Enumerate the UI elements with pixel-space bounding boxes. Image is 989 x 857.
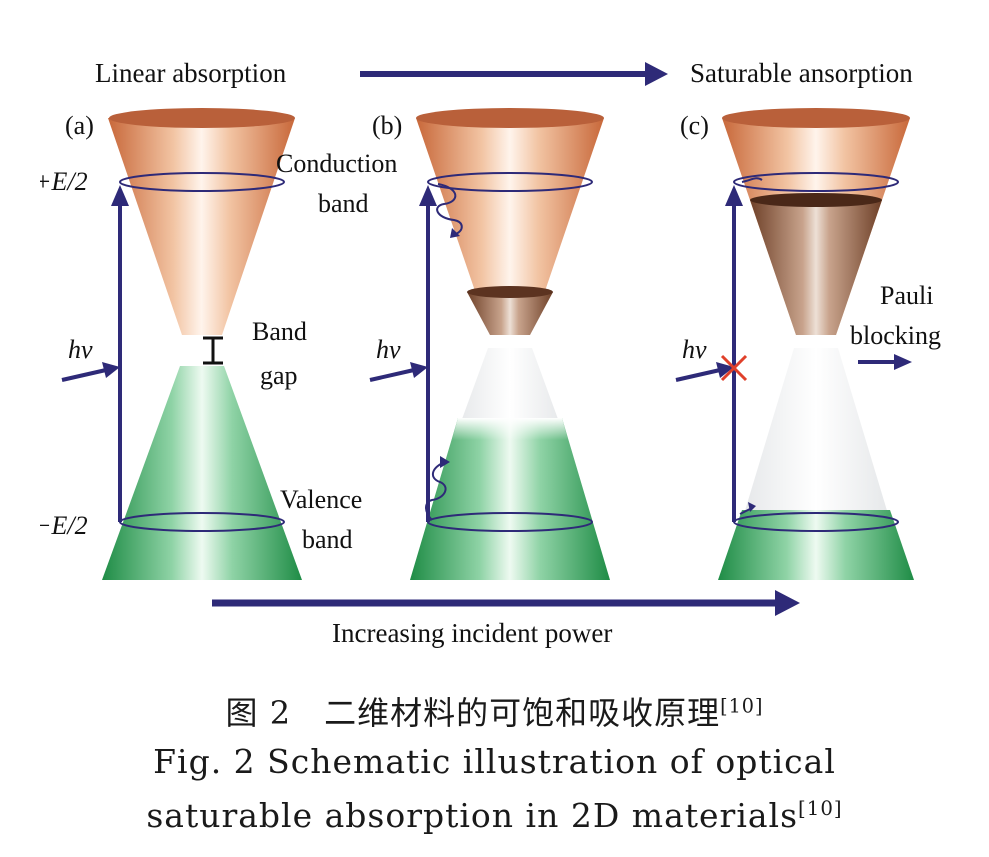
excited-electrons (467, 292, 553, 335)
panel-b-id: (b) (372, 111, 402, 140)
blocked-cross-icon-stroke (720, 354, 748, 382)
caption-english-ref: [10] (798, 797, 843, 820)
filled-conduction-states (750, 200, 882, 335)
transition-arrow-head (725, 185, 743, 206)
panel-b: (b) hv Conduction band (276, 108, 610, 580)
panel-a: (a) hv +E/2 −E/2 Band gap Valence band (40, 108, 362, 580)
photon-arrow-head (410, 362, 428, 378)
energy-ring-top (733, 172, 899, 192)
conduction-cone-top (722, 108, 910, 128)
figure-caption-chinese: 图 2 二维材料的可饱和吸收原理[10] (0, 688, 989, 734)
photon-arrow (61, 368, 107, 382)
valence-label-line1: Valence (280, 485, 362, 514)
valence-fade (452, 418, 568, 440)
relaxation-curl-lower (425, 461, 447, 521)
top-arrow-head (645, 62, 668, 86)
photon-arrow (369, 368, 415, 382)
energy-bottom-label: −E/2 (40, 511, 88, 540)
saturable-absorption-label: Saturable ansorption (690, 58, 913, 88)
valence-cone-depleted (458, 348, 562, 430)
conduction-cone-top (109, 108, 295, 128)
energy-ring-top (119, 172, 285, 192)
pauli-label-line2: blocking (850, 321, 941, 350)
photon-arrow (675, 368, 721, 382)
valence-cone (718, 510, 914, 580)
valence-cone (102, 366, 302, 580)
increasing-power-label: Increasing incident power (332, 618, 612, 648)
valence-cone (410, 418, 610, 580)
relaxation-curl-upper-head (450, 228, 460, 238)
energy-ring-top (427, 172, 593, 192)
panel-c: (c) hv Pauli blocking (675, 108, 941, 580)
conduction-cone-top (416, 108, 604, 128)
conduction-cone (416, 118, 604, 335)
transition-arrow-head (419, 185, 437, 206)
band-gap-label-line1: Band (252, 317, 307, 346)
photon-label: hv (682, 335, 707, 364)
panel-a-id: (a) (65, 111, 94, 140)
photon-arrow-head (716, 362, 734, 378)
filled-conduction-top (750, 193, 882, 207)
relaxation-curl-lower-head (440, 456, 450, 468)
valence-label-line2: band (302, 525, 353, 554)
conduction-label-line1: Conduction (276, 149, 397, 178)
panel-c-id: (c) (680, 111, 709, 140)
pauli-arrow-head (894, 354, 912, 370)
photon-arrow-head (102, 362, 120, 378)
relaxation-curl-upper (436, 183, 463, 235)
bottom-arrow-head (775, 590, 800, 616)
caption-chinese-text: 图 2 二维材料的可饱和吸收原理 (225, 694, 721, 732)
relaxation-tick-upper (741, 177, 763, 183)
relaxation-tick-lower-head (748, 502, 756, 512)
valence-cone-depleted (744, 348, 888, 514)
saturable-absorption-diagram: Linear absorption Saturable ansorption (… (40, 58, 941, 648)
pauli-label-line1: Pauli (880, 281, 933, 310)
energy-top-label: +E/2 (40, 167, 88, 196)
transition-arrow-head (111, 185, 129, 206)
band-gap-label-line2: gap (260, 361, 298, 390)
conduction-label-line2: band (318, 189, 369, 218)
figure-caption-english-line2: saturable absorption in 2D materials[10] (0, 796, 989, 835)
caption-english-text: saturable absorption in 2D materials (146, 796, 799, 835)
caption-chinese-ref: [10] (720, 694, 764, 718)
linear-absorption-label: Linear absorption (95, 58, 287, 88)
photon-label: hv (376, 335, 401, 364)
excited-electrons-top (467, 286, 553, 298)
photon-label: hv (68, 335, 93, 364)
conduction-cone (108, 118, 295, 335)
figure-caption-english-line1: Fig. 2 Schematic illustration of optical (153, 742, 836, 781)
